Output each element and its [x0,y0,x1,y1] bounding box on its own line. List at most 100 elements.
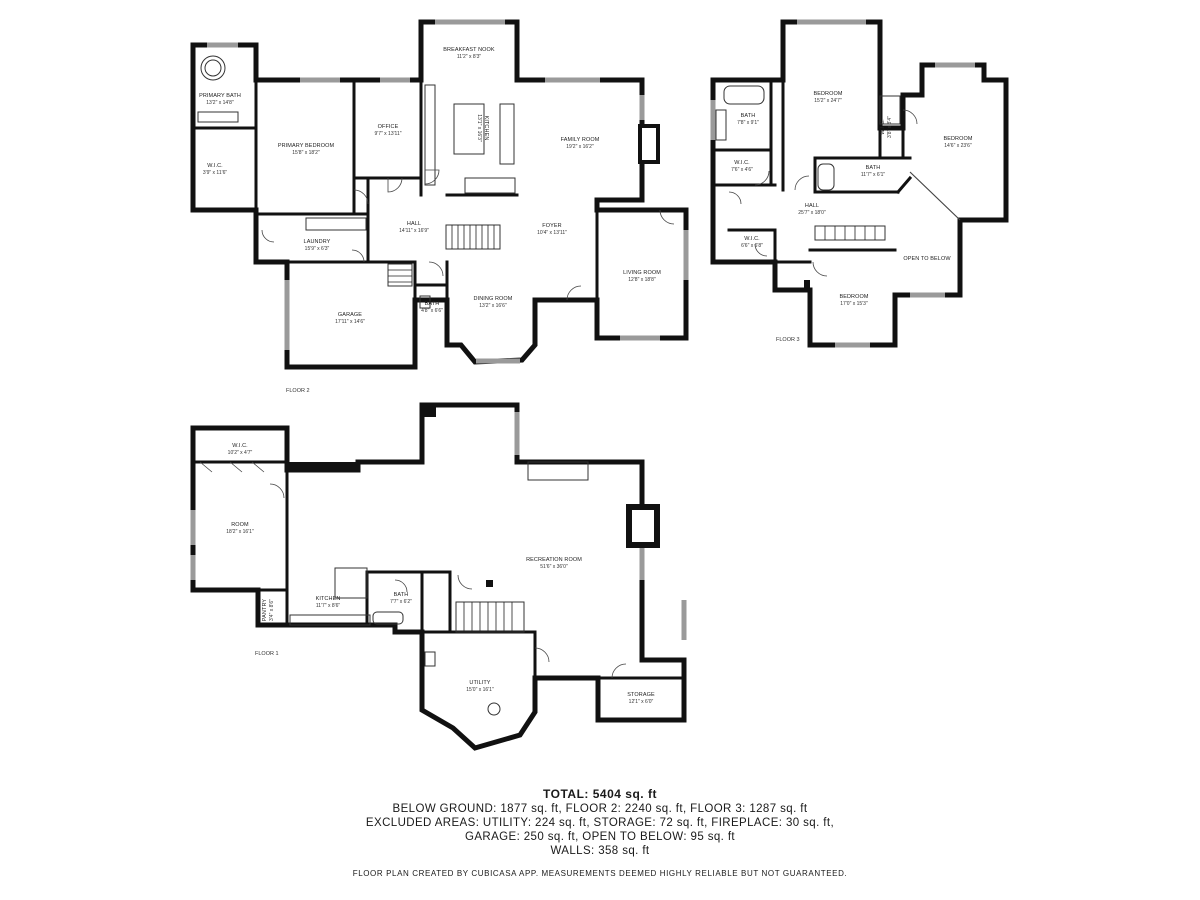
floor-3-room-labels: BATH 7'8" x 9'1" BEDROOM 15'2" x 24'7" W… [731,91,973,307]
kitchen-f2-dim: 13'1" x 16'3" [476,114,482,142]
wic-f3c-dim: 6'6" x 6'8" [741,243,763,249]
primary-bedroom-dim: 15'8" x 18'2" [292,150,320,156]
bath-f1-name: BATH [394,592,409,598]
kitchen-f1-dim: 11'7" x 8'6" [316,603,340,609]
floor-1-label: FLOOR 1 [255,651,279,657]
floor-3-plan: BATH 7'8" x 9'1" BEDROOM 15'2" x 24'7" W… [710,19,1009,348]
wic-f2-dim: 3'9" x 11'6" [203,170,227,176]
storage-dim: 12'1" x 6'0" [629,699,654,705]
excluded-areas-continued: GARAGE: 250 sq. ft, OPEN TO BELOW: 95 sq… [464,831,736,843]
floor-3-railing [909,171,961,221]
kitchen-f2-name: KITCHEN [483,116,489,141]
family-room-dim: 19'2" x 16'2" [566,144,594,150]
bath-f2-name: BATH [425,301,440,307]
bedroom-f3a-dim: 15'2" x 24'7" [814,98,842,104]
utility-name: UTILITY [469,680,490,686]
floor-1-column-a [422,405,436,417]
wic-f3c-name: W.I.C. [744,236,760,242]
floor-2-interior-walls [191,78,599,302]
floor-2-fixtures [197,55,660,309]
hall-f3-name: HALL [805,203,819,209]
hall-f2-name: HALL [407,221,421,227]
garage-dim: 17'11" x 14'6" [335,319,365,325]
floor-1-room-labels: W.I.C. 10'2" x 4'7" ROOM 18'2" x 16'1" R… [226,443,655,705]
floor-1-beam [288,462,358,470]
floor-3-doors [728,109,918,277]
hall-f3-dim: 25'7" x 18'0" [798,210,826,216]
floor-1-windows [190,412,687,640]
bath-f3a-name: BATH [741,113,756,119]
bedroom-f3b-name: BEDROOM [943,136,972,142]
room-f1-dim: 18'2" x 16'1" [226,529,254,535]
storage-name: STORAGE [627,692,655,698]
disclaimer: FLOOR PLAN CREATED BY CUBICASA APP. MEAS… [352,869,848,878]
pantry-dim: 3'4" x 8'6" [269,599,275,621]
floor-2-outer-wall [190,19,689,370]
breakfast-nook-name: BREAKFAST NOOK [443,47,495,53]
floor-1-interior-walls [191,460,686,680]
floor-plan-drawing: PRIMARY BATH 13'2" x 14'8" W.I.C. 3'9" x… [190,19,1009,751]
room-f1-name: ROOM [231,522,249,528]
laundry-dim: 15'9" x 6'3" [305,246,330,252]
primary-bath-name: PRIMARY BATH [199,93,241,99]
area-breakdown: BELOW GROUND: 1877 sq. ft, FLOOR 2: 2240… [392,803,808,815]
primary-bedroom-name: PRIMARY BEDROOM [278,143,335,149]
bedroom-f3a-name: BEDROOM [813,91,842,97]
excluded-areas: EXCLUDED AREAS: UTILITY: 224 sq. ft, STO… [365,817,835,829]
dining-room-name: DINING ROOM [474,296,513,302]
bath-f3b-name: BATH [866,165,881,171]
primary-bath-dim: 13'2" x 14'8" [206,100,234,106]
laundry-name: LAUNDRY [304,239,331,245]
bath-f2-dim: 4'8" x 6'6" [421,308,443,314]
floor-1-column-b [486,580,493,587]
floor-2-windows [207,19,689,364]
foyer-dim: 10'4" x 13'11" [537,230,567,236]
bath-f1-dim: 7'7" x 6'2" [390,599,412,605]
total-area: TOTAL: 5404 sq. ft [543,787,657,801]
recreation-room-dim: 51'6" x 36'0" [540,564,568,570]
wic-f3b-name: W.I.C. [734,160,750,166]
foyer-name: FOYER [542,223,561,229]
floor-1-plan: W.I.C. 10'2" x 4'7" ROOM 18'2" x 16'1" R… [190,402,687,751]
office-name: OFFICE [378,124,399,130]
bedroom-f3c-dim: 17'0" x 15'3" [840,301,868,307]
floor-2-plan: PRIMARY BATH 13'2" x 14'8" W.I.C. 3'9" x… [190,19,689,394]
breakfast-nook-dim: 11'2" x 8'3" [457,54,481,60]
floor-3-fixtures [715,85,901,290]
wic-f3a-dim: 3'8" x 8'4" [887,116,893,138]
bath-f3a-dim: 7'8" x 9'1" [737,120,759,126]
floor-3-label: FLOOR 3 [776,337,800,343]
open-to-below-label: OPEN TO BELOW [903,256,951,262]
garage-name: GARAGE [338,312,362,318]
utility-dim: 15'0" x 16'1" [466,687,494,693]
living-room-dim: 12'8" x 18'8" [628,277,656,283]
kitchen-f1-name: KITCHEN [316,596,341,602]
floor-2-stairs [387,224,501,287]
family-room-name: FAMILY ROOM [561,137,600,143]
floor-2-room-labels: PRIMARY BATH 13'2" x 14'8" W.I.C. 3'9" x… [199,47,661,325]
office-dim: 9'7" x 13'11" [374,131,401,137]
floor-2-doors [261,169,675,301]
dining-room-dim: 13'2" x 16'6" [479,303,507,309]
living-room-name: LIVING ROOM [623,270,661,276]
pantry-name: PANTRY [262,599,268,622]
floor-3-stairs [814,225,886,241]
floor-3-windows [710,19,975,348]
floor-1-fixtures [289,461,660,716]
floor-1-stairs [455,601,525,633]
wic-f1-name: W.I.C. [232,443,248,449]
bedroom-f3c-name: BEDROOM [839,294,868,300]
wic-f2-name: W.I.C. [207,163,223,169]
wic-f3a-name: W.I.C. [880,119,886,135]
floor-1-outer-wall [190,402,687,751]
recreation-room-name: RECREATION ROOM [526,557,582,563]
wic-f1-dim: 10'2" x 4'7" [228,450,253,456]
floor-2-label: FLOOR 2 [286,388,310,394]
wic-f3b-dim: 7'6" x 4'6" [731,167,753,173]
floor-1-doors [199,461,627,679]
floor-3-interior-walls [711,78,913,264]
walls-area: WALLS: 358 sq. ft [550,845,650,857]
hall-f2-dim: 14'11" x 16'9" [399,228,429,234]
bedroom-f3b-dim: 14'6" x 23'6" [944,143,972,149]
bath-f3b-dim: 11'7" x 6'1" [861,172,885,178]
